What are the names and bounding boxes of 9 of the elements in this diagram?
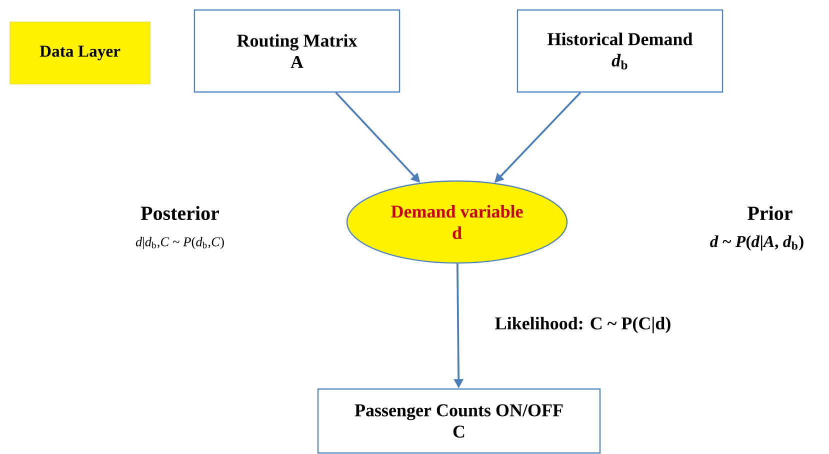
formula-text: d ~ P(d|A, d$_{b}$) <box>710 235 804 251</box>
process-box: Passenger Counts ON/OFF C <box>317 388 601 454</box>
heading-text: Prior <box>748 206 792 220</box>
formula-text: d|d$_{b}$,C ~ P(d$_{b}$,C) <box>136 236 224 250</box>
process-box: Routing Matrix A <box>194 9 400 93</box>
layer-tag: Data Layer <box>10 22 150 84</box>
edge-label: Likelihood: C ~ P(C|d) <box>494 315 672 335</box>
process-box: Historical Demand d$_{b}$ <box>516 9 724 93</box>
heading-text: Posterior <box>140 206 219 220</box>
